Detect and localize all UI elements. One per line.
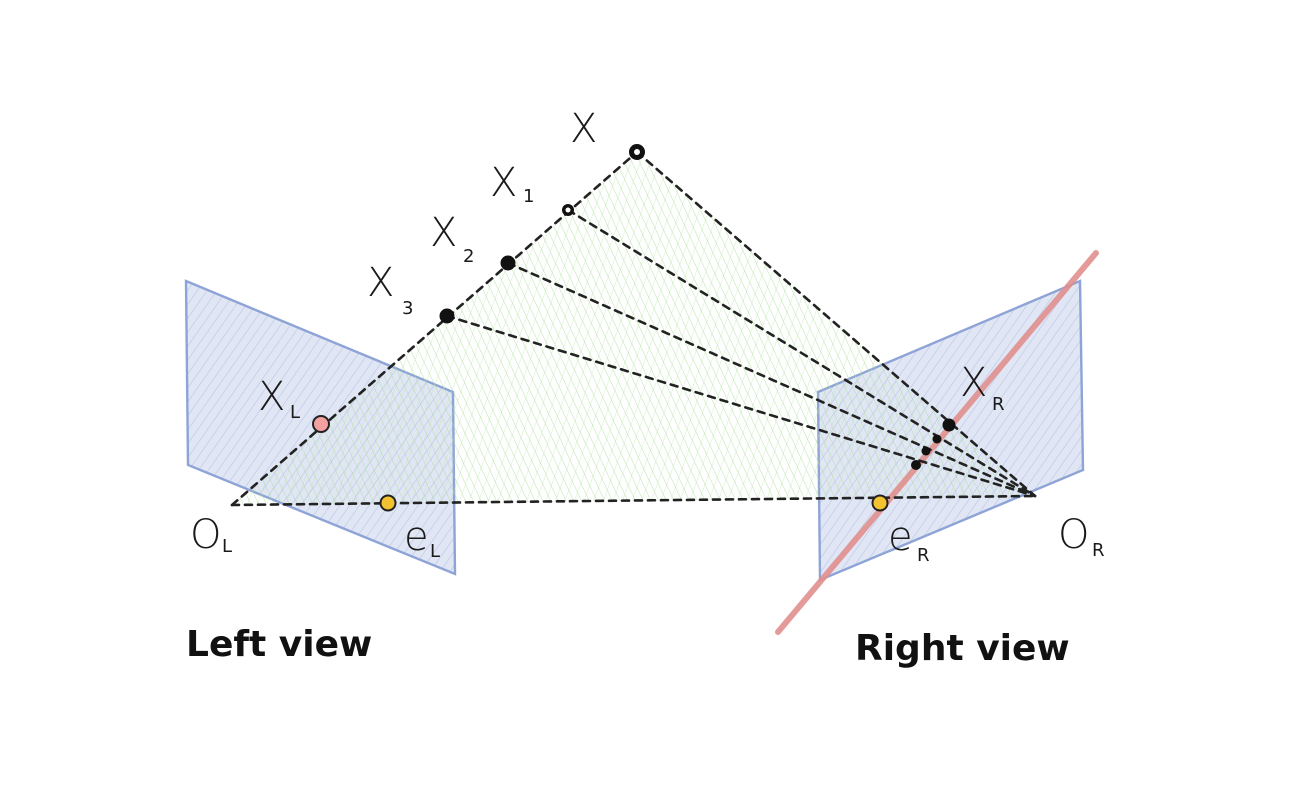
- label-X3: X: [367, 260, 394, 306]
- world-points: [439, 144, 645, 324]
- label-XL: X: [258, 374, 285, 420]
- label-X2-sub: 2: [463, 246, 474, 267]
- point-XR: [942, 418, 956, 432]
- epipole-eL: [379, 494, 397, 512]
- label-XR-sub: R: [992, 394, 1005, 415]
- point-X3: [439, 308, 455, 324]
- epipole-eR: [871, 494, 889, 512]
- label-OR: O: [1058, 512, 1089, 558]
- label-eR-sub: R: [917, 545, 930, 566]
- baseline: [230, 494, 1037, 507]
- label-XR: X: [960, 360, 987, 406]
- ray-X1-to-OR: [566, 208, 1037, 498]
- point-XR-2: [932, 434, 942, 444]
- label-OR-sub: R: [1092, 540, 1105, 561]
- label-X: X: [570, 106, 597, 152]
- label-OL: O: [190, 512, 221, 558]
- label-eL: e: [404, 514, 429, 560]
- label-X3-sub: 3: [402, 298, 413, 319]
- ray-X2-to-OR: [506, 261, 1037, 498]
- ray-X-to-OR: [635, 150, 1037, 498]
- label-eL-sub: L: [430, 541, 440, 562]
- label-X1: X: [490, 160, 517, 206]
- label-eR: e: [888, 514, 913, 560]
- point-X2: [500, 255, 516, 271]
- point-XL: [312, 415, 330, 433]
- epipolar-plane: [232, 152, 1035, 505]
- left-view-title: Left view: [186, 624, 372, 665]
- label-X1-sub: 1: [523, 186, 534, 207]
- ray-X3-to-OR: [445, 314, 1037, 498]
- right-projections: [911, 418, 956, 470]
- right-view-title: Right view: [855, 628, 1070, 669]
- label-OL-sub: L: [222, 536, 232, 557]
- point-XR-3: [921, 446, 931, 456]
- point-XR-4: [911, 460, 921, 470]
- label-X2: X: [430, 210, 457, 256]
- label-XL-sub: L: [290, 402, 300, 423]
